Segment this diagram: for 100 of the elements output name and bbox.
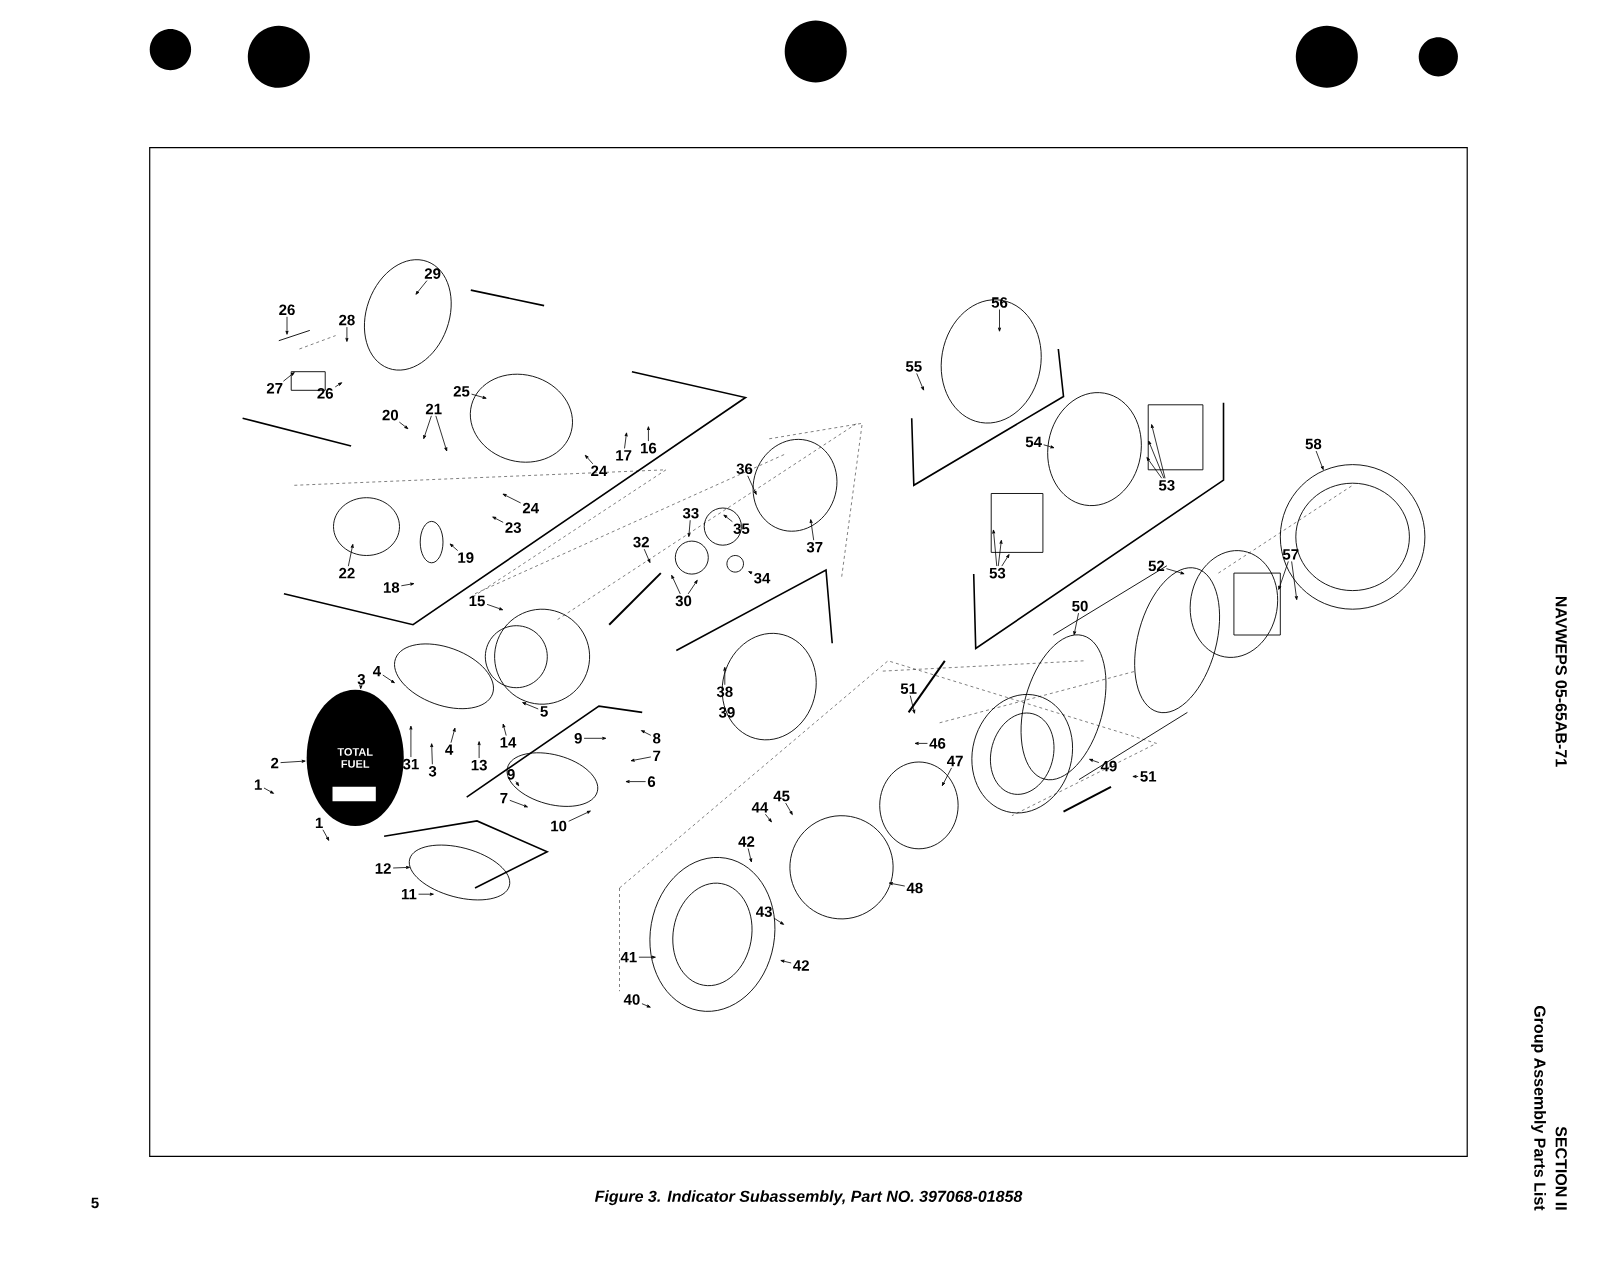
callout-number: 7 [653, 750, 661, 761]
callout-number: 26 [317, 388, 333, 399]
leader-line [415, 280, 428, 295]
leader-line [430, 743, 434, 765]
callout-number: 21 [425, 403, 442, 415]
leader-line [646, 426, 650, 442]
section-heading: SECTION II [1555, 1126, 1567, 1210]
leader-line [914, 741, 928, 745]
leader-line [992, 529, 998, 567]
callout-number: 37 [806, 541, 823, 553]
leader-line [486, 603, 504, 611]
leader-line [435, 415, 448, 452]
leader-line [418, 892, 434, 896]
callout-number: 38 [716, 686, 733, 698]
leader-line [392, 865, 411, 869]
leader-line [773, 917, 785, 925]
leader-line [640, 730, 652, 736]
callout-number: 5 [540, 706, 548, 717]
callout-number: 46 [929, 738, 946, 749]
leader-line [1146, 457, 1163, 479]
leader-line [282, 372, 295, 382]
leader-line [1148, 440, 1165, 479]
leader-line [747, 848, 753, 863]
callout-number: 36 [736, 463, 753, 475]
callout-number: 45 [773, 790, 790, 802]
callout-number: 4 [372, 665, 381, 677]
callout-number: 19 [458, 552, 474, 563]
leader-line [748, 571, 753, 575]
callout-number: 43 [756, 906, 772, 918]
leader-line [280, 759, 306, 764]
callout-number: 11 [401, 889, 417, 900]
callout-number: 25 [453, 386, 470, 397]
callout-number: 41 [620, 952, 637, 963]
callout-number: 8 [653, 733, 661, 744]
leader-line [1150, 424, 1166, 479]
callout-number: 53 [989, 567, 1006, 579]
leader-line [322, 829, 330, 841]
callout-number: 42 [738, 836, 755, 847]
callout-number: 33 [682, 507, 699, 519]
callout-number: 40 [623, 994, 640, 1005]
leader-line [583, 736, 607, 740]
leader-line [1132, 775, 1139, 778]
leader-line [643, 548, 651, 564]
callout-number: 7 [500, 792, 508, 804]
leader-line [809, 519, 815, 541]
leader-line [687, 579, 698, 595]
callout-number: 14 [500, 737, 517, 748]
callout-number: 17 [616, 450, 632, 461]
leader-line [509, 799, 528, 808]
callout-number: 48 [906, 882, 923, 894]
callout-number: 44 [751, 802, 769, 813]
leader-line [449, 543, 459, 551]
leader-line [1278, 561, 1289, 590]
leader-line [1001, 554, 1010, 567]
leader-line [997, 539, 1003, 567]
leader-line [263, 787, 274, 794]
leader-line [780, 959, 792, 964]
leader-line [522, 702, 539, 710]
leader-line [359, 684, 363, 690]
leader-line [1315, 450, 1324, 470]
leader-line [400, 582, 415, 587]
callout-number: 3 [357, 674, 366, 685]
callout-number: 20 [382, 409, 398, 421]
callout-number: 10 [551, 820, 567, 832]
callout-number: 16 [641, 442, 657, 454]
leader-line [641, 1003, 651, 1008]
leader-line [630, 756, 652, 762]
leader-line [334, 382, 343, 388]
leader-line [671, 574, 681, 595]
leader-line [398, 421, 409, 430]
callout-number: 52 [1148, 560, 1165, 572]
callout-number: 6 [647, 776, 656, 787]
callout-number: 32 [633, 536, 649, 548]
callout-number: 47 [947, 755, 963, 767]
callout-number: 58 [1305, 438, 1322, 450]
leader-line [502, 723, 507, 736]
leader-line [687, 519, 691, 538]
section-title: Group Assembly Parts List [1531, 1005, 1546, 1211]
callout-number: 24 [591, 465, 608, 477]
callout-number: 23 [505, 522, 521, 533]
callout-number: 51 [900, 683, 917, 694]
leader-line [765, 813, 772, 823]
leader-line [1073, 612, 1079, 636]
callout-number: 39 [718, 707, 735, 718]
figure-caption: Figure 3. Indicator Subassembly, Part NO. 397068-01858 [594, 1190, 1023, 1206]
callout-number: 1 [315, 817, 323, 829]
callout-number: 54 [1025, 436, 1042, 448]
callout-number: 9 [574, 733, 582, 744]
callout-number: 3 [428, 766, 437, 777]
leader-line [1166, 568, 1185, 575]
callout-number: 4 [445, 744, 454, 755]
callout-number: 30 [675, 595, 692, 607]
page-number: 5 [91, 1197, 99, 1209]
leader-line [785, 802, 793, 815]
leader-line [477, 741, 481, 759]
leader-line [916, 373, 925, 391]
leader-line [450, 727, 456, 744]
document-number: NAVWEPS 05-65AB-71 [1555, 596, 1567, 767]
leader-line [347, 543, 354, 567]
leader-line [624, 432, 628, 449]
